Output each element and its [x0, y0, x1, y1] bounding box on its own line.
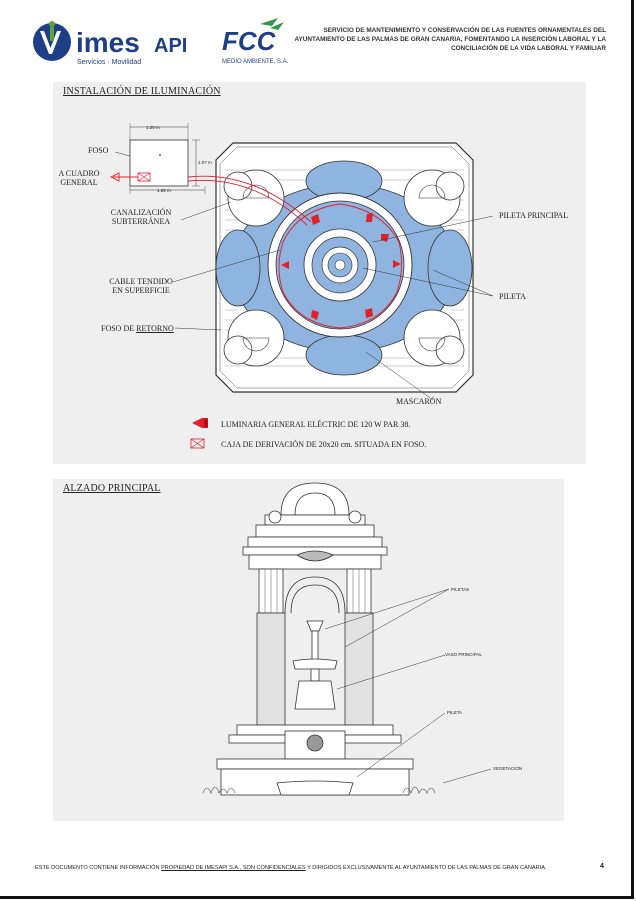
api-wordmark: API — [154, 35, 187, 57]
label-piletas: PILETAS — [451, 587, 470, 592]
main-elevation-figure: ALZADO PRINCIPAL — [53, 479, 564, 821]
header-line: CONCILIACIÓN DE LA VIDA LABORAL Y FAMILI… — [450, 45, 606, 52]
label-canalizacion: CANALIZACIÓN SUBTERRÁNEA — [110, 208, 172, 226]
label-foso: FOSO — [88, 146, 109, 155]
fountain-elevation-drawing — [202, 482, 492, 796]
imes-tagline: Servicios · Movilidad — [77, 59, 141, 66]
header-line: AYUNTAMIENTO DE LAS PALMAS DE GRAN CANAR… — [294, 36, 607, 43]
header-line: SERVICIO DE MANTENIMIENTO Y CONSERVACIÓN… — [323, 27, 606, 34]
figure2-title: ALZADO PRINCIPAL — [63, 483, 161, 494]
dim-bottom: 1.85 m — [157, 188, 171, 193]
label-pileta: PILETA — [499, 292, 526, 301]
figure1-title: INSTALACIÓN DE ILUMINACIÓN — [63, 86, 221, 97]
label-pileta-principal: PILETA PRINCIPAL — [499, 211, 569, 220]
red-lamp-icon — [192, 418, 208, 428]
fcc-logo: FCC MEDIO AMBIENTE, S.A. — [222, 18, 289, 65]
label-pileta-elev: PILETA — [447, 710, 463, 715]
label-foso-retorno: FOSO DE RETORNO — [101, 324, 174, 333]
label-vaso-principal: VASO PRINCIPAL — [445, 652, 482, 657]
legend-box-text: CAJA DE DERIVACIÓN DE 20x20 cm. SITUADA … — [221, 440, 427, 449]
label-cable: CABLE TENDIDO EN SUPERFICIE — [109, 277, 173, 295]
dim-height: 1.07 m — [198, 160, 212, 165]
lighting-plan-drawing — [109, 123, 494, 449]
fcc-tagline: MEDIO AMBIENTE, S.A. — [222, 59, 289, 65]
header-title: SERVICIO DE MANTENIMIENTO Y CONSERVACIÓN… — [266, 26, 607, 53]
imesapi-logo: imes API Servicios · Movilidad — [33, 21, 187, 66]
label-cuadro-general: A CUADRO GENERAL — [58, 169, 100, 187]
document-header: imes API Servicios · Movilidad FCC MEDIO… — [0, 0, 636, 80]
label-mascaron: MASCARÓN — [396, 397, 442, 406]
imes-wordmark: imes — [76, 27, 140, 58]
footer-disclaimer: ESTE DOCUMENTO CONTIENE INFORMACIÓN PROP… — [35, 865, 547, 871]
lighting-installation-figure: INSTALACIÓN DE ILUMINACIÓN — [53, 82, 586, 464]
label-vegetacion: VEGETACIÓN — [493, 766, 523, 771]
fcc-wordmark: FCC — [222, 26, 277, 56]
dim-width: 1.20 m — [146, 125, 160, 130]
legend-lamp-text: LUMINARIA GENERAL ELÉCTRIC DE 120 W PAR … — [221, 420, 411, 429]
junction-box-icon — [190, 438, 205, 449]
page-number: 4 — [600, 863, 604, 870]
